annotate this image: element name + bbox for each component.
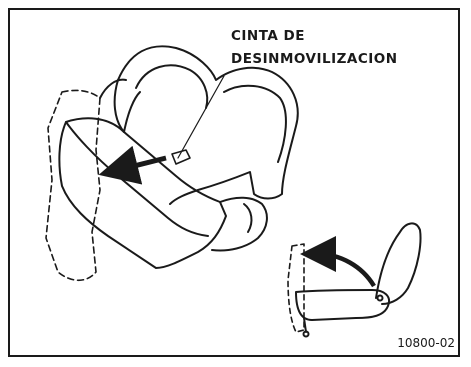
side-seat-cushion (295, 289, 390, 321)
rear-seat (45, 45, 299, 282)
seat-backrest (117, 45, 299, 205)
pull-arrow (98, 145, 167, 185)
callout-label-line1: CINTA DE (231, 28, 305, 44)
strap-leader (177, 75, 225, 159)
seat-cushion (58, 117, 227, 269)
side-seat-backrest (375, 222, 422, 305)
seat-folded-outline (45, 89, 101, 282)
side-seat-folded-outline (287, 243, 305, 333)
side-view-seat (287, 222, 422, 338)
figure-frame (8, 8, 460, 357)
callout-label-line2: DESINMOVILIZACION (231, 51, 398, 67)
fold-arrow (300, 236, 376, 288)
figure-code: 10800-02 (397, 336, 455, 350)
